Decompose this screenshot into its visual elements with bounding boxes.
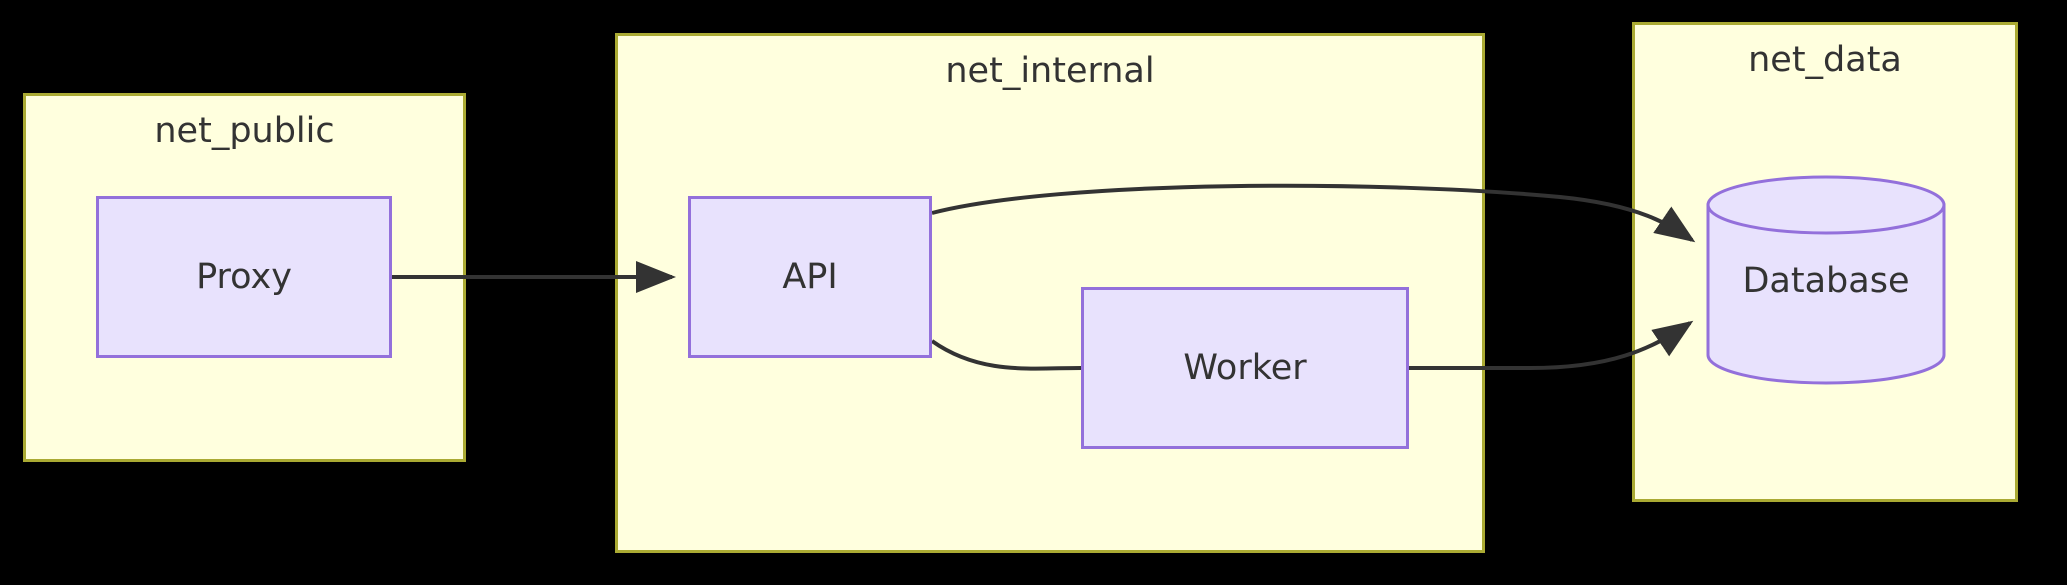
node-worker[interactable]: Worker: [1081, 287, 1409, 449]
node-label-api: API: [782, 257, 838, 297]
node-api[interactable]: API: [688, 196, 932, 358]
cluster-label-net-internal: net_internal: [945, 51, 1155, 91]
cluster-label-net-data: net_data: [1748, 40, 1902, 80]
database-cylinder-icon: [1706, 175, 1946, 385]
cluster-label-net-public: net_public: [154, 111, 335, 151]
node-database[interactable]: Database: [1705, 175, 1947, 385]
node-label-worker: Worker: [1183, 348, 1307, 388]
node-label-database: Database: [1742, 261, 1910, 301]
node-proxy[interactable]: Proxy: [96, 196, 392, 358]
node-label-proxy: Proxy: [196, 257, 292, 297]
